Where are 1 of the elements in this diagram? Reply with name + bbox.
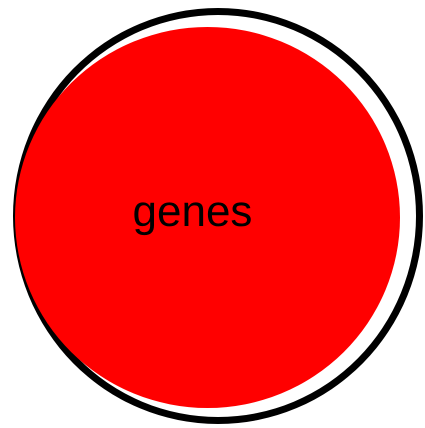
node-label: genes xyxy=(132,187,254,237)
